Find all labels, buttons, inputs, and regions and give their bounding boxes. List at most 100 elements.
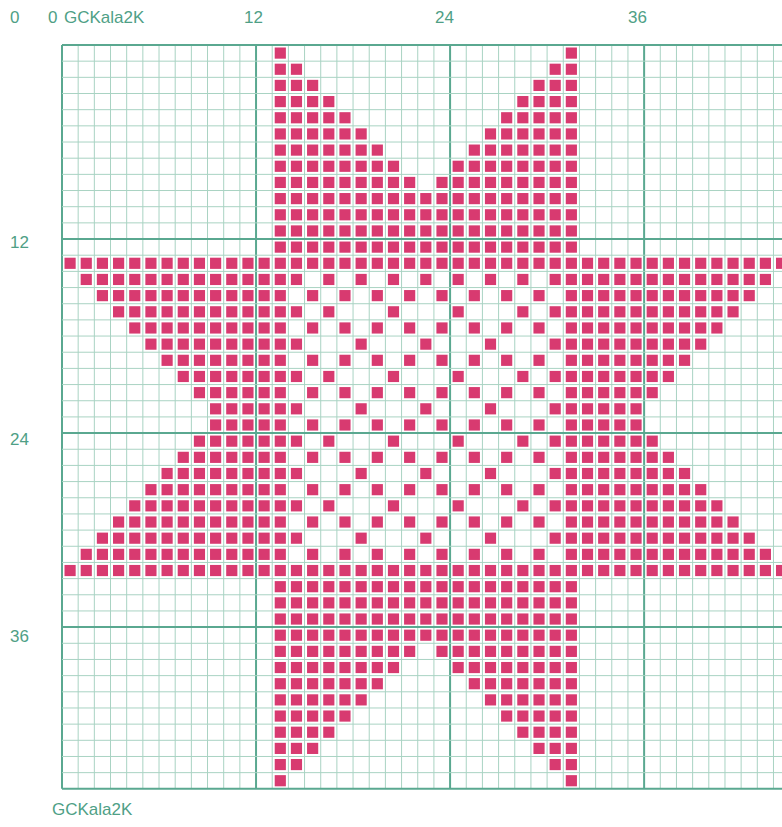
stitch-square bbox=[339, 597, 350, 608]
stitch-square bbox=[194, 549, 205, 560]
stitch-square bbox=[145, 290, 156, 301]
stitch-square bbox=[275, 646, 286, 657]
stitch-square bbox=[533, 96, 544, 107]
stitch-square bbox=[65, 565, 76, 576]
grid-line bbox=[62, 788, 782, 790]
stitch-square bbox=[598, 516, 609, 527]
stitch-square bbox=[307, 516, 318, 527]
stitch-square bbox=[533, 242, 544, 253]
stitch-square bbox=[210, 452, 221, 463]
stitch-square bbox=[226, 290, 237, 301]
stitch-square bbox=[356, 678, 367, 689]
stitch-square bbox=[129, 322, 140, 333]
stitch-square bbox=[453, 500, 464, 511]
stitch-square bbox=[485, 678, 496, 689]
stitch-square bbox=[727, 274, 738, 285]
stitch-square bbox=[630, 452, 641, 463]
stitch-square bbox=[469, 613, 480, 624]
stitch-square bbox=[178, 339, 189, 350]
stitch-square bbox=[501, 597, 512, 608]
stitch-square bbox=[275, 516, 286, 527]
stitch-square bbox=[372, 581, 383, 592]
stitch-square bbox=[307, 177, 318, 188]
stitch-square bbox=[323, 694, 334, 705]
stitch-square bbox=[744, 258, 755, 269]
stitch-square bbox=[275, 613, 286, 624]
stitch-square bbox=[533, 662, 544, 673]
stitch-square bbox=[388, 242, 399, 253]
stitch-square bbox=[501, 242, 512, 253]
stitch-square bbox=[598, 436, 609, 447]
stitch-square bbox=[550, 306, 561, 317]
grid-line bbox=[62, 497, 782, 498]
stitch-square bbox=[566, 322, 577, 333]
stitch-square bbox=[226, 516, 237, 527]
stitch-square bbox=[339, 177, 350, 188]
stitch-square bbox=[776, 565, 782, 576]
stitch-square bbox=[356, 597, 367, 608]
stitch-square bbox=[323, 258, 334, 269]
stitch-square bbox=[226, 371, 237, 382]
stitch-square bbox=[614, 258, 625, 269]
stitch-square bbox=[647, 484, 658, 495]
stitch-square bbox=[469, 209, 480, 220]
stitch-square bbox=[129, 533, 140, 544]
stitch-square bbox=[307, 161, 318, 172]
stitch-square bbox=[210, 436, 221, 447]
stitch-square bbox=[469, 484, 480, 495]
stitch-square bbox=[226, 452, 237, 463]
stitch-square bbox=[598, 339, 609, 350]
stitch-square bbox=[517, 371, 528, 382]
stitch-square bbox=[663, 549, 674, 560]
stitch-square bbox=[275, 630, 286, 641]
stitch-square bbox=[242, 549, 253, 560]
stitch-square bbox=[630, 322, 641, 333]
stitch-square bbox=[566, 225, 577, 236]
stitch-square bbox=[533, 225, 544, 236]
stitch-square bbox=[453, 242, 464, 253]
stitch-square bbox=[210, 565, 221, 576]
stitch-square bbox=[582, 306, 593, 317]
stitch-square bbox=[550, 145, 561, 156]
stitch-square bbox=[356, 258, 367, 269]
stitch-square bbox=[566, 662, 577, 673]
stitch-square bbox=[162, 274, 173, 285]
stitch-square bbox=[453, 306, 464, 317]
stitch-square bbox=[226, 468, 237, 479]
stitch-square bbox=[242, 339, 253, 350]
stitch-square bbox=[162, 500, 173, 511]
stitch-square bbox=[485, 209, 496, 220]
stitch-square bbox=[420, 258, 431, 269]
stitch-square bbox=[275, 468, 286, 479]
stitch-square bbox=[420, 581, 431, 592]
stitch-square bbox=[178, 274, 189, 285]
stitch-square bbox=[647, 322, 658, 333]
stitch-square bbox=[550, 694, 561, 705]
stitch-square bbox=[178, 371, 189, 382]
stitch-square bbox=[582, 258, 593, 269]
stitch-square bbox=[469, 225, 480, 236]
stitch-square bbox=[307, 193, 318, 204]
stitch-square bbox=[663, 452, 674, 463]
stitch-square bbox=[404, 355, 415, 366]
grid-line bbox=[62, 368, 782, 369]
stitch-square bbox=[356, 613, 367, 624]
stitch-square bbox=[97, 258, 108, 269]
stitch-square bbox=[372, 322, 383, 333]
stitch-square bbox=[436, 613, 447, 624]
stitch-square bbox=[307, 678, 318, 689]
stitch-square bbox=[291, 64, 302, 75]
stitch-square bbox=[566, 597, 577, 608]
stitch-square bbox=[582, 355, 593, 366]
stitch-square bbox=[614, 549, 625, 560]
stitch-square bbox=[307, 80, 318, 91]
stitch-square bbox=[453, 613, 464, 624]
stitch-square bbox=[323, 112, 334, 123]
stitch-square bbox=[242, 452, 253, 463]
stitch-square bbox=[339, 452, 350, 463]
stitch-square bbox=[517, 258, 528, 269]
stitch-square bbox=[81, 274, 92, 285]
stitch-square bbox=[679, 533, 690, 544]
stitch-square bbox=[744, 533, 755, 544]
